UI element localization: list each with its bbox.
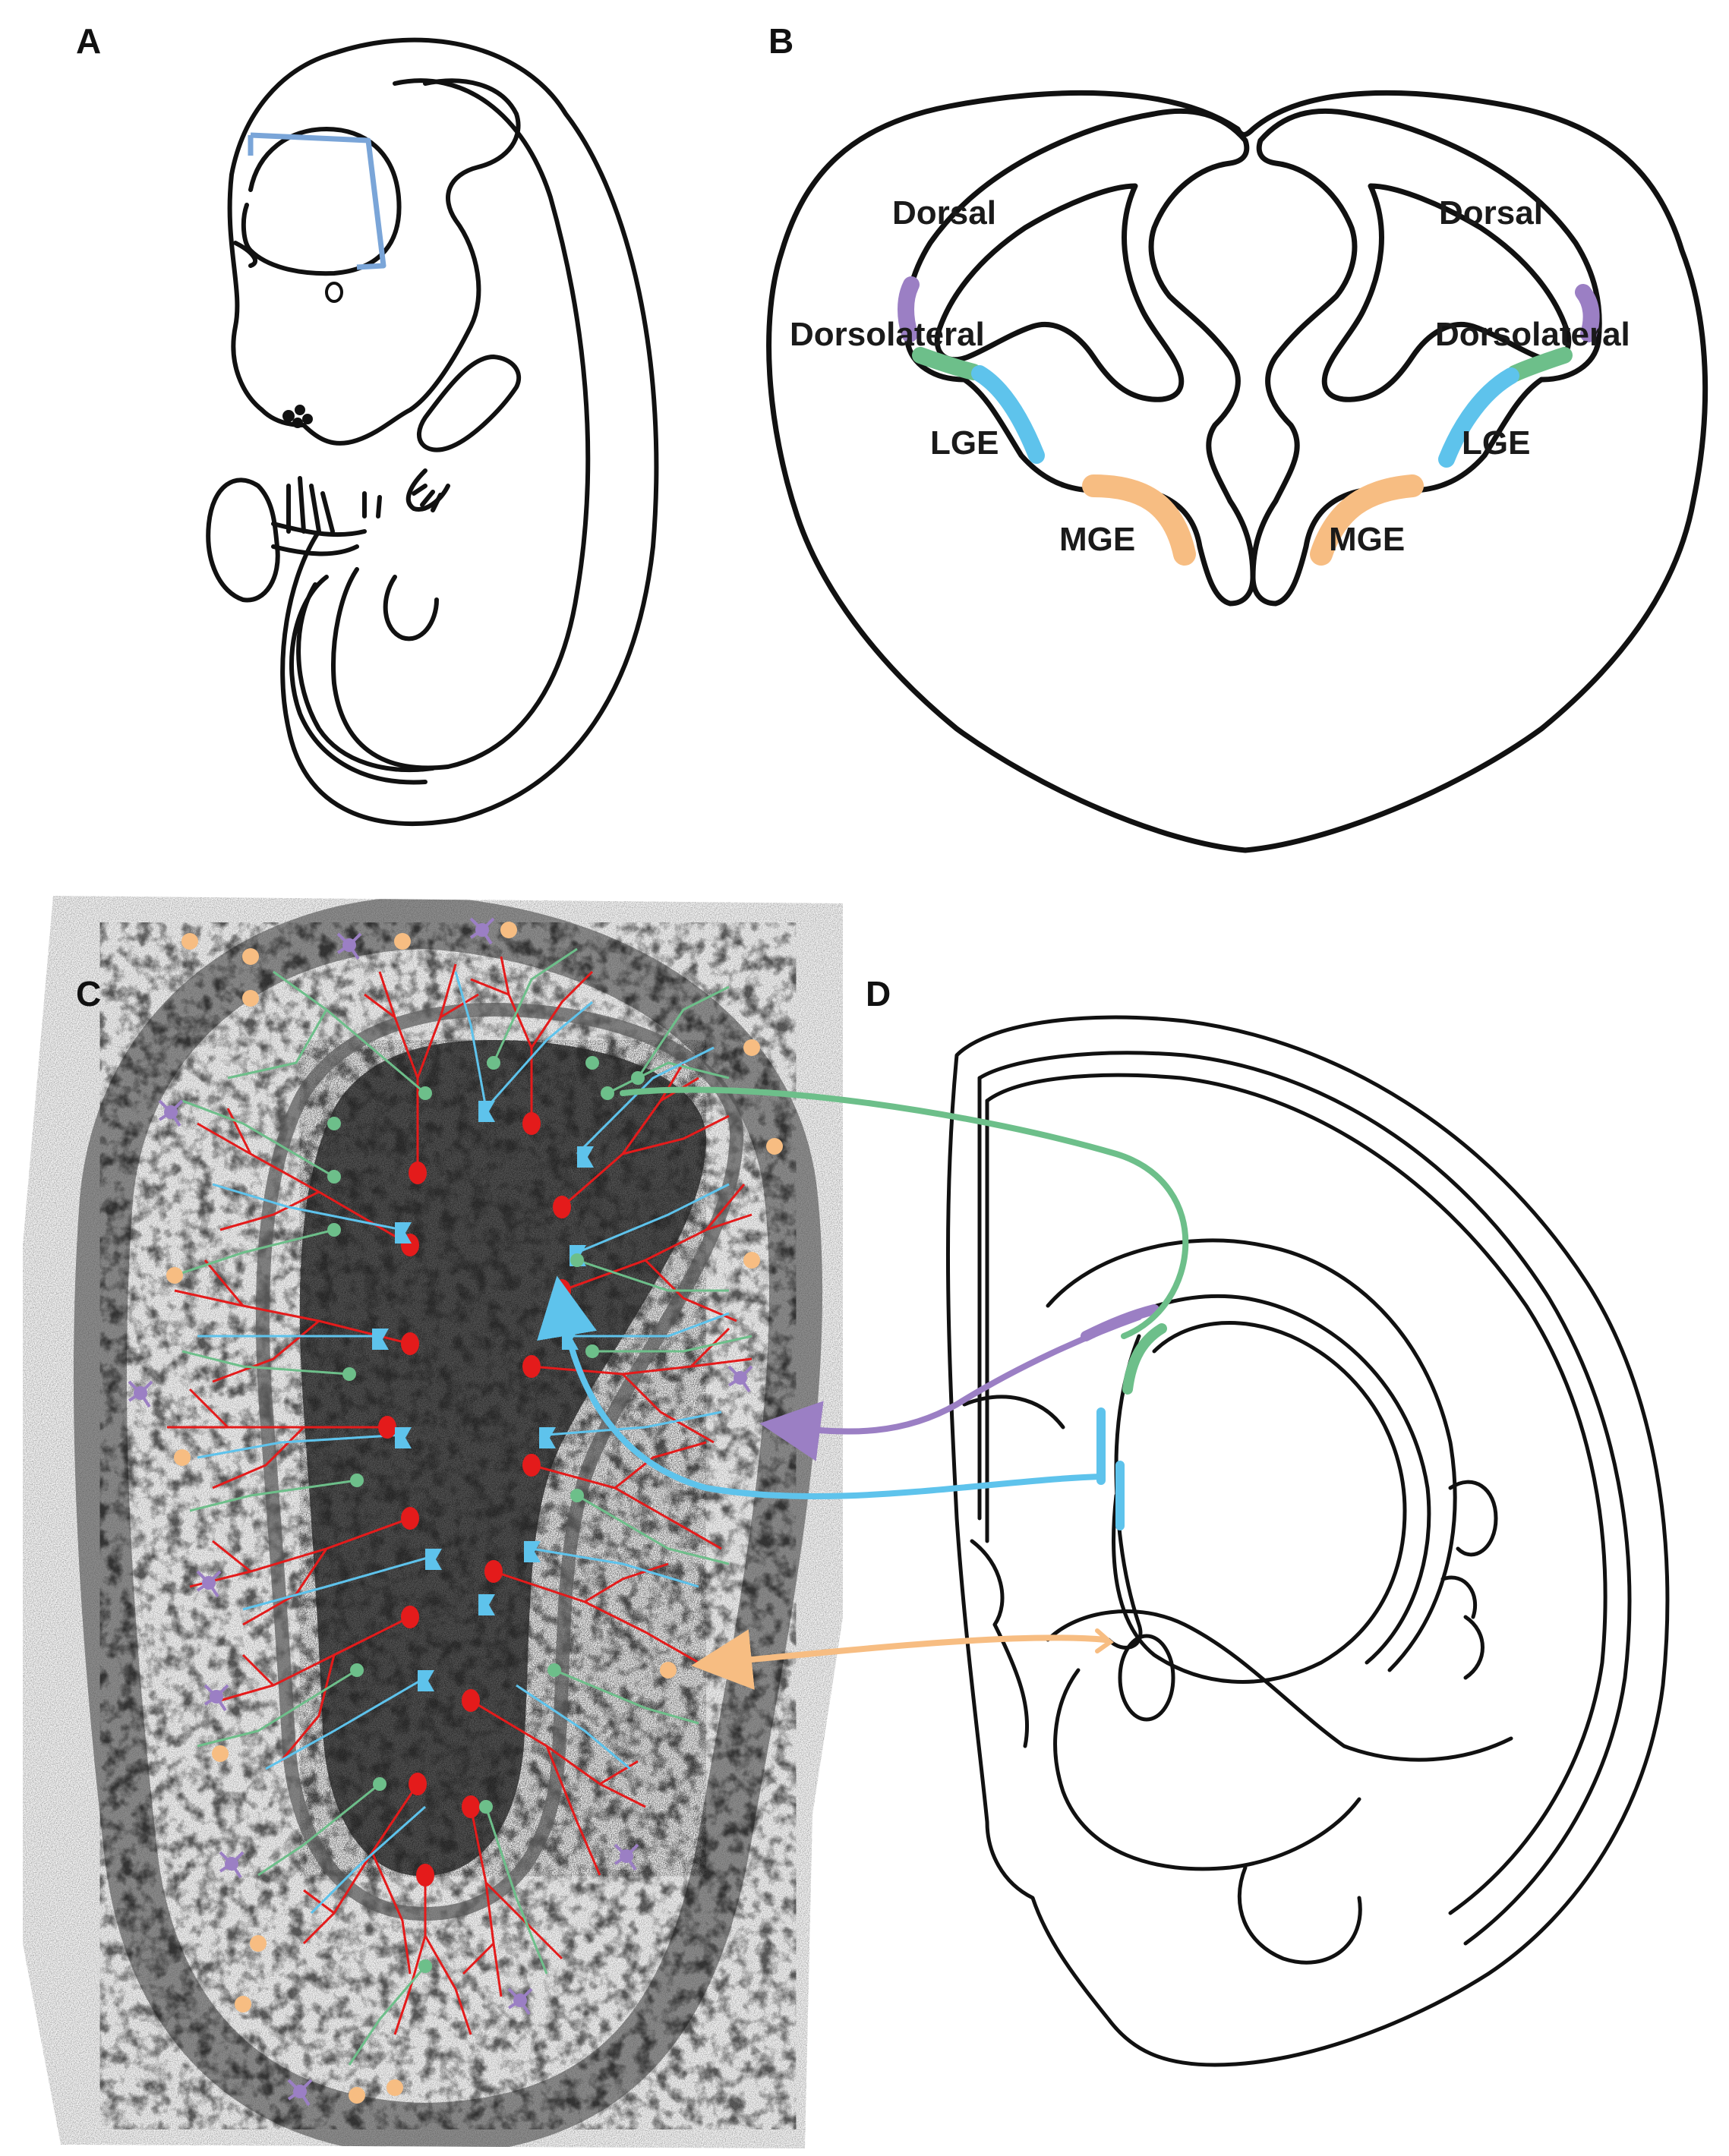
red-lineage-trees: [167, 956, 752, 2035]
label-dorsolateral-left: Dorsolateral: [790, 316, 985, 353]
purple-arrow: [759, 1314, 1142, 1461]
embryo-drawing: [206, 37, 659, 826]
blue-lineage-trees: [197, 971, 730, 1915]
label-dorsal-right: Dorsal: [1439, 194, 1543, 232]
orange-glia: [166, 922, 783, 2104]
label-dorsal-left: Dorsal: [892, 194, 996, 232]
left-lge-blue: [971, 365, 1045, 464]
right-mge-orange: [1310, 474, 1424, 566]
left-ventricle: [904, 108, 1256, 607]
forebrain-box: [250, 132, 387, 270]
label-mge-left: MGE: [1059, 521, 1135, 558]
right-dorsolateral-green: [1507, 347, 1573, 382]
green-lineage-trees: [174, 947, 752, 2066]
slice-micrograph: [23, 896, 843, 2148]
purple-glia-bodies: [134, 923, 747, 2098]
label-lge-right: LGE: [1462, 424, 1530, 462]
panel-a: A: [76, 21, 659, 826]
blue-arrow: [537, 1275, 1104, 1500]
coronal-brain-outline: [945, 1015, 1670, 2067]
label-mge-right: MGE: [1329, 521, 1405, 558]
green-cell-bodies: [327, 1056, 645, 1973]
panel-d: D: [866, 974, 1670, 2067]
migration-arrows: [537, 1086, 1189, 1690]
panel-d-letter: D: [866, 974, 891, 1013]
panel-b: B Dorsal Dorsal Dorsolateral Dorsolatera…: [766, 21, 1708, 853]
left-dorsolateral-purple: [898, 276, 920, 342]
orange-arrow: [691, 1629, 1108, 1690]
panel-c-letter: C: [76, 974, 101, 1013]
telencephalon-outline: [766, 90, 1708, 853]
right-dorsolateral-purple: [1575, 284, 1600, 342]
label-lge-left: LGE: [930, 424, 999, 462]
panel-c: C: [23, 896, 843, 2148]
left-mge-orange: [1082, 474, 1196, 566]
right-lge-blue: [1438, 367, 1519, 468]
d-lge-blue: [1096, 1407, 1125, 1530]
green-arrow: [620, 1086, 1189, 1339]
d-dorsolateral-green: [1122, 1323, 1167, 1395]
panel-b-letter: B: [768, 21, 794, 61]
label-dorsolateral-right: Dorsolateral: [1435, 316, 1630, 353]
panel-a-letter: A: [76, 21, 101, 61]
right-ventricle: [1250, 108, 1602, 607]
left-dorsolateral-green: [912, 347, 982, 380]
